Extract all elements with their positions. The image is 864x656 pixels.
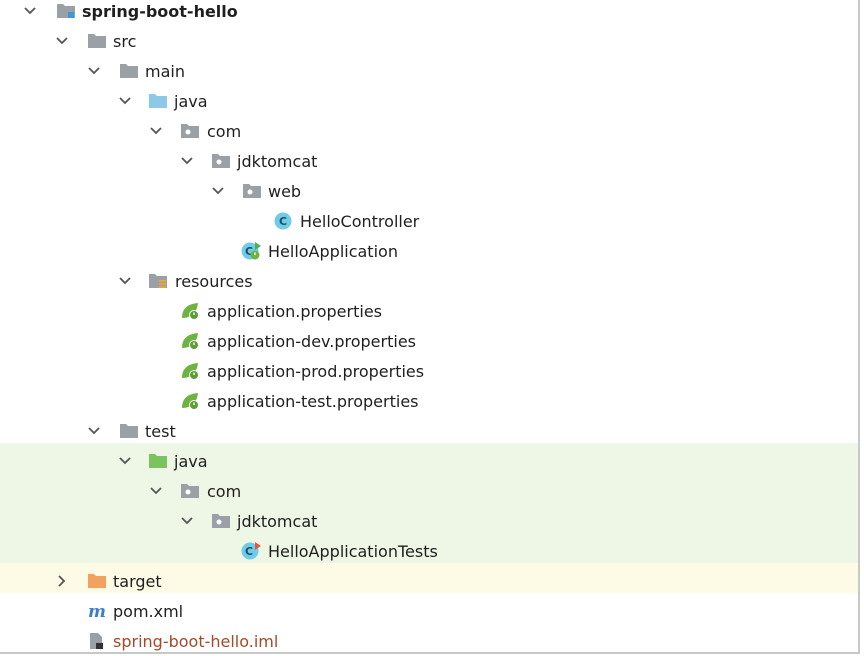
tree-node-test-jdktomcat[interactable]: jdktomcat bbox=[0, 506, 858, 536]
resources-folder-icon bbox=[149, 274, 167, 288]
chevron-down-icon[interactable] bbox=[117, 453, 133, 469]
test-folder-icon bbox=[149, 454, 167, 468]
chevron-down-icon[interactable] bbox=[86, 423, 102, 439]
tree-node-target[interactable]: target bbox=[0, 566, 858, 596]
iml-file-icon bbox=[90, 633, 103, 649]
tree-node-label: resources bbox=[175, 272, 253, 291]
tree-node-hello-application[interactable]: C HelloApplication bbox=[0, 236, 858, 266]
tree-node-label: application.properties bbox=[207, 302, 382, 321]
tree-node-property-file[interactable]: application.properties bbox=[0, 296, 858, 326]
excluded-folder-highlight bbox=[0, 563, 858, 593]
tree-node-label: com bbox=[207, 482, 242, 501]
package-icon bbox=[243, 184, 261, 198]
maven-icon: m bbox=[88, 602, 106, 620]
chevron-down-icon[interactable] bbox=[117, 273, 133, 289]
spring-properties-icon bbox=[182, 303, 199, 320]
module-icon bbox=[57, 4, 75, 18]
tree-node-hello-application-tests[interactable]: C HelloApplicationTests bbox=[0, 536, 858, 566]
test-class-icon: C bbox=[241, 542, 261, 560]
tree-node-label: application-prod.properties bbox=[207, 362, 425, 381]
package-icon bbox=[212, 514, 230, 528]
tree-node-main[interactable]: main bbox=[0, 56, 858, 86]
spring-properties-icon bbox=[182, 393, 199, 410]
tree-node-src[interactable]: src bbox=[0, 26, 858, 56]
tree-node-label: test bbox=[145, 422, 176, 441]
chevron-down-icon[interactable] bbox=[179, 513, 195, 529]
tree-node-label: main bbox=[145, 62, 185, 81]
tree-node-label: pom.xml bbox=[113, 602, 184, 621]
source-folder-icon bbox=[149, 94, 167, 108]
tree-node-root[interactable]: spring-boot-hello bbox=[0, 0, 858, 26]
chevron-down-icon[interactable] bbox=[148, 123, 164, 139]
chevron-down-icon[interactable] bbox=[179, 153, 195, 169]
tree-node-label: web bbox=[268, 182, 302, 201]
tree-node-main-java[interactable]: java bbox=[0, 86, 858, 116]
tree-node-label: target bbox=[113, 572, 162, 591]
tree-node-iml[interactable]: spring-boot-hello.iml bbox=[0, 626, 858, 652]
tree-node-property-file[interactable]: application-test.properties bbox=[0, 386, 858, 416]
package-icon bbox=[212, 154, 230, 168]
tree-node-label: jdktomcat bbox=[237, 512, 318, 531]
tree-node-pom[interactable]: m pom.xml bbox=[0, 596, 858, 626]
tree-node-label: spring-boot-hello.iml bbox=[113, 632, 279, 651]
folder-icon bbox=[120, 64, 138, 78]
spring-properties-icon bbox=[182, 333, 199, 350]
chevron-right-icon[interactable] bbox=[54, 573, 70, 589]
class-icon: C bbox=[274, 212, 292, 230]
svg-text:C: C bbox=[279, 215, 287, 228]
tree-node-label: HelloController bbox=[300, 212, 420, 231]
excluded-folder-icon bbox=[88, 574, 106, 588]
tree-node-label: com bbox=[207, 122, 242, 141]
tree-node-label: spring-boot-hello bbox=[82, 2, 238, 21]
test-sources-highlight bbox=[0, 443, 858, 563]
tree-node-property-file[interactable]: application-dev.properties bbox=[0, 326, 858, 356]
tree-node-property-file[interactable]: application-prod.properties bbox=[0, 356, 858, 386]
tree-node-hello-controller[interactable]: C HelloController bbox=[0, 206, 858, 236]
tree-node-label: HelloApplicationTests bbox=[268, 542, 438, 561]
tree-node-test-com[interactable]: com bbox=[0, 476, 858, 506]
chevron-down-icon[interactable] bbox=[86, 63, 102, 79]
chevron-down-icon[interactable] bbox=[210, 183, 226, 199]
tree-node-label: jdktomcat bbox=[237, 152, 318, 171]
spring-boot-class-icon: C bbox=[241, 242, 261, 260]
chevron-down-icon[interactable] bbox=[54, 33, 70, 49]
tree-node-label: java bbox=[174, 92, 208, 111]
tree-node-label: application-test.properties bbox=[207, 392, 419, 411]
tree-node-main-com[interactable]: com bbox=[0, 116, 858, 146]
tree-node-label: src bbox=[113, 32, 137, 51]
package-icon bbox=[181, 124, 199, 138]
spring-properties-icon bbox=[182, 363, 199, 380]
folder-icon bbox=[120, 424, 138, 438]
package-icon bbox=[181, 484, 199, 498]
tree-node-resources[interactable]: resources bbox=[0, 266, 858, 296]
svg-text:m: m bbox=[88, 602, 106, 620]
svg-text:C: C bbox=[245, 245, 253, 258]
tree-node-web[interactable]: web bbox=[0, 176, 858, 206]
chevron-down-icon[interactable] bbox=[148, 483, 164, 499]
tree-node-test[interactable]: test bbox=[0, 416, 858, 446]
tree-node-main-jdktomcat[interactable]: jdktomcat bbox=[0, 146, 858, 176]
tree-node-label: java bbox=[174, 452, 208, 471]
tree-node-label: HelloApplication bbox=[268, 242, 398, 261]
chevron-down-icon[interactable] bbox=[22, 3, 38, 19]
chevron-down-icon[interactable] bbox=[117, 93, 133, 109]
tree-node-test-java[interactable]: java bbox=[0, 446, 858, 476]
svg-text:C: C bbox=[245, 545, 253, 558]
tree-node-label: application-dev.properties bbox=[207, 332, 416, 351]
folder-icon bbox=[88, 34, 106, 48]
